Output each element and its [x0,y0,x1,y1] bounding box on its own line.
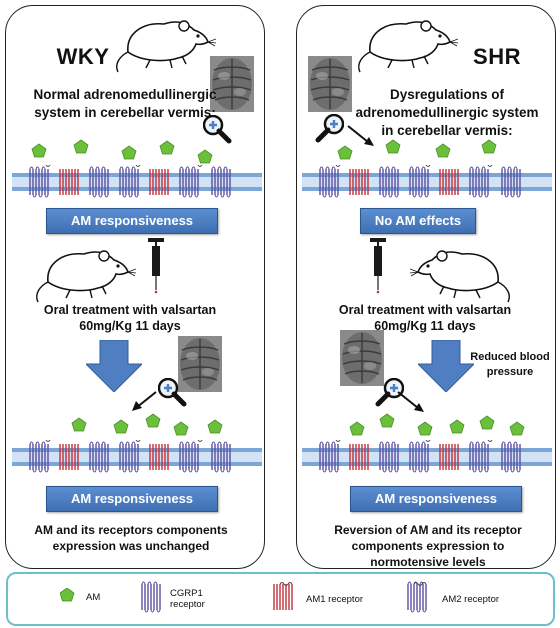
shr-title: SHR [473,44,521,69]
shr-pointer-arrow [347,125,374,146]
cgrp1-receptor-legend-icon [141,581,161,613]
shr-cell-membrane-treated [302,440,552,473]
am2-receptor-legend-icon [407,581,427,613]
shr-rat-illustration [357,20,458,73]
shr-treated-rat-illustration [410,250,511,303]
wky-down-arrow [86,340,142,392]
shr-result-badge: AM responsiveness [350,486,522,512]
wky-rat-illustration [115,20,216,73]
wky-title: WKY [56,44,110,69]
shr-description: Dysregulations of adrenomedullinergic sy… [355,87,539,138]
shr-conclusion: Reversion of AM and its receptor compone… [334,523,522,569]
wky-treated-rat-illustration [35,250,136,303]
shr-pointer-arrow-treated [397,391,424,412]
am2-receptor-legend-label: AM2 receptor [442,594,500,605]
shr-treatment-text: Oral treatment with valsartan 60mg/Kg 11… [338,303,512,333]
wky-result-badge: AM responsiveness [46,486,218,512]
shr-am-peptides-treated [349,413,525,436]
shr-brain-image [308,56,352,112]
wky-syringe-icon [148,238,165,294]
wky-status-badge: AM responsiveness [46,208,218,234]
am1-receptor-legend-label: AM1 receptor [306,594,364,605]
wky-am-peptides [31,139,213,164]
shr-cell-membrane [302,165,552,198]
wky-cell-membrane [12,165,262,198]
shr-down-arrow [418,340,474,392]
wky-conclusion: AM and its receptors components expressi… [34,523,228,553]
am1-receptor-legend-icon [273,582,293,611]
am-legend-label: AM [86,592,101,603]
wky-cell-membrane-treated [12,440,262,473]
shr-side-note: Reduced blood pressure [470,351,550,378]
shr-am-peptides [337,139,497,160]
wky-pointer-arrow [132,391,157,411]
shr-syringe-icon [370,238,387,294]
cgrp1-receptor-legend-label: CGRP1 receptor [170,588,205,610]
wky-treatment-text: Oral treatment with valsartan 60mg/Kg 11… [43,303,217,333]
am-legend-icon [60,588,75,602]
wky-description: Normal adrenomedullinergic system in cer… [33,87,217,120]
shr-status-badge: No AM effects [360,208,476,234]
wky-am-peptides-treated [71,413,223,436]
wky-magnifier-icon-treated [158,378,190,410]
